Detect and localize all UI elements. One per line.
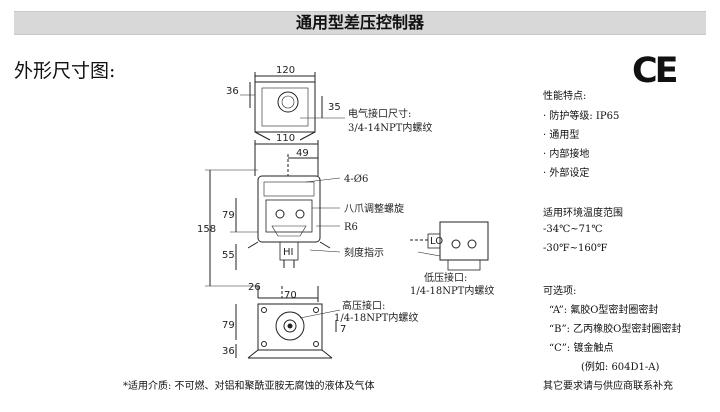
option-item: “C”: 镀金触点	[549, 343, 614, 354]
dim-26: 26	[248, 282, 261, 293]
page-title: 通用型差压控制器	[14, 11, 706, 35]
feature-item: · 通用型	[543, 130, 580, 141]
dim-110: 110	[276, 133, 295, 144]
option-item: “B”: 乙丙橡胶O型密封圈密封	[549, 324, 682, 335]
high-port-note-line2: 1/4-18NPT内螺纹	[334, 311, 418, 324]
dim-70: 70	[284, 290, 297, 301]
env-line: -34℃~71℃	[543, 224, 603, 235]
dim-158: 158	[197, 224, 216, 235]
dim-36-top: 36	[226, 86, 239, 97]
features-heading: 性能特点:	[543, 91, 587, 102]
feature-item: · 外部设定	[543, 168, 590, 179]
mount-holes-note: 4-Ø6	[344, 174, 368, 185]
low-port-note-line2: 1/4-18NPT内螺纹	[410, 284, 494, 297]
claw-screw-note: 八爪调整螺旋	[344, 202, 404, 215]
dim-55: 55	[222, 250, 235, 261]
env-heading: 适用环境温度范围	[543, 208, 623, 219]
options-heading: 可选项:	[543, 286, 577, 297]
radius-note: R6	[344, 222, 358, 233]
hi-mark: HI	[283, 247, 293, 258]
bottom-view-outline	[257, 303, 323, 351]
dimension-drawing-label: 外形尺寸图:	[14, 60, 116, 82]
feature-item: · 防护等级: IP65	[543, 111, 620, 122]
dim-49: 49	[296, 148, 309, 159]
dim-120: 120	[276, 65, 295, 76]
scale-indicator-note: 刻度指示	[344, 246, 384, 259]
high-port-note-line1: 高压接口:	[342, 299, 385, 312]
dim-7: 7	[340, 324, 346, 335]
option-example: (例如: 604D1-A)	[581, 362, 660, 373]
feature-item: · 内部接地	[543, 149, 590, 160]
env-line: -30℉~160℉	[543, 243, 608, 254]
medium-footnote: *适用介质: 不可燃、对铝和聚酰亚胺无腐蚀的液体及气体	[123, 381, 375, 392]
dim-79-bottom: 79	[222, 320, 235, 331]
dim-79-mid: 79	[222, 210, 235, 221]
dim-36-bottom: 36	[222, 346, 235, 357]
dim-35: 35	[328, 102, 341, 113]
elec-port-note-line1: 电气接口尺寸:	[348, 107, 411, 120]
option-item: “A”: 氟胶O型密封圈密封	[549, 305, 659, 316]
elec-port-note-line2: 3/4-14NPT内螺纹	[348, 121, 432, 134]
lo-mark: LO	[430, 236, 443, 247]
side-view-outline	[439, 221, 489, 261]
low-port-note-line1: 低压接口:	[424, 271, 467, 284]
options-footer: 其它要求请与供应商联系补充	[543, 381, 673, 392]
ce-logo: CE	[632, 51, 679, 91]
top-housing-outline	[254, 81, 316, 133]
